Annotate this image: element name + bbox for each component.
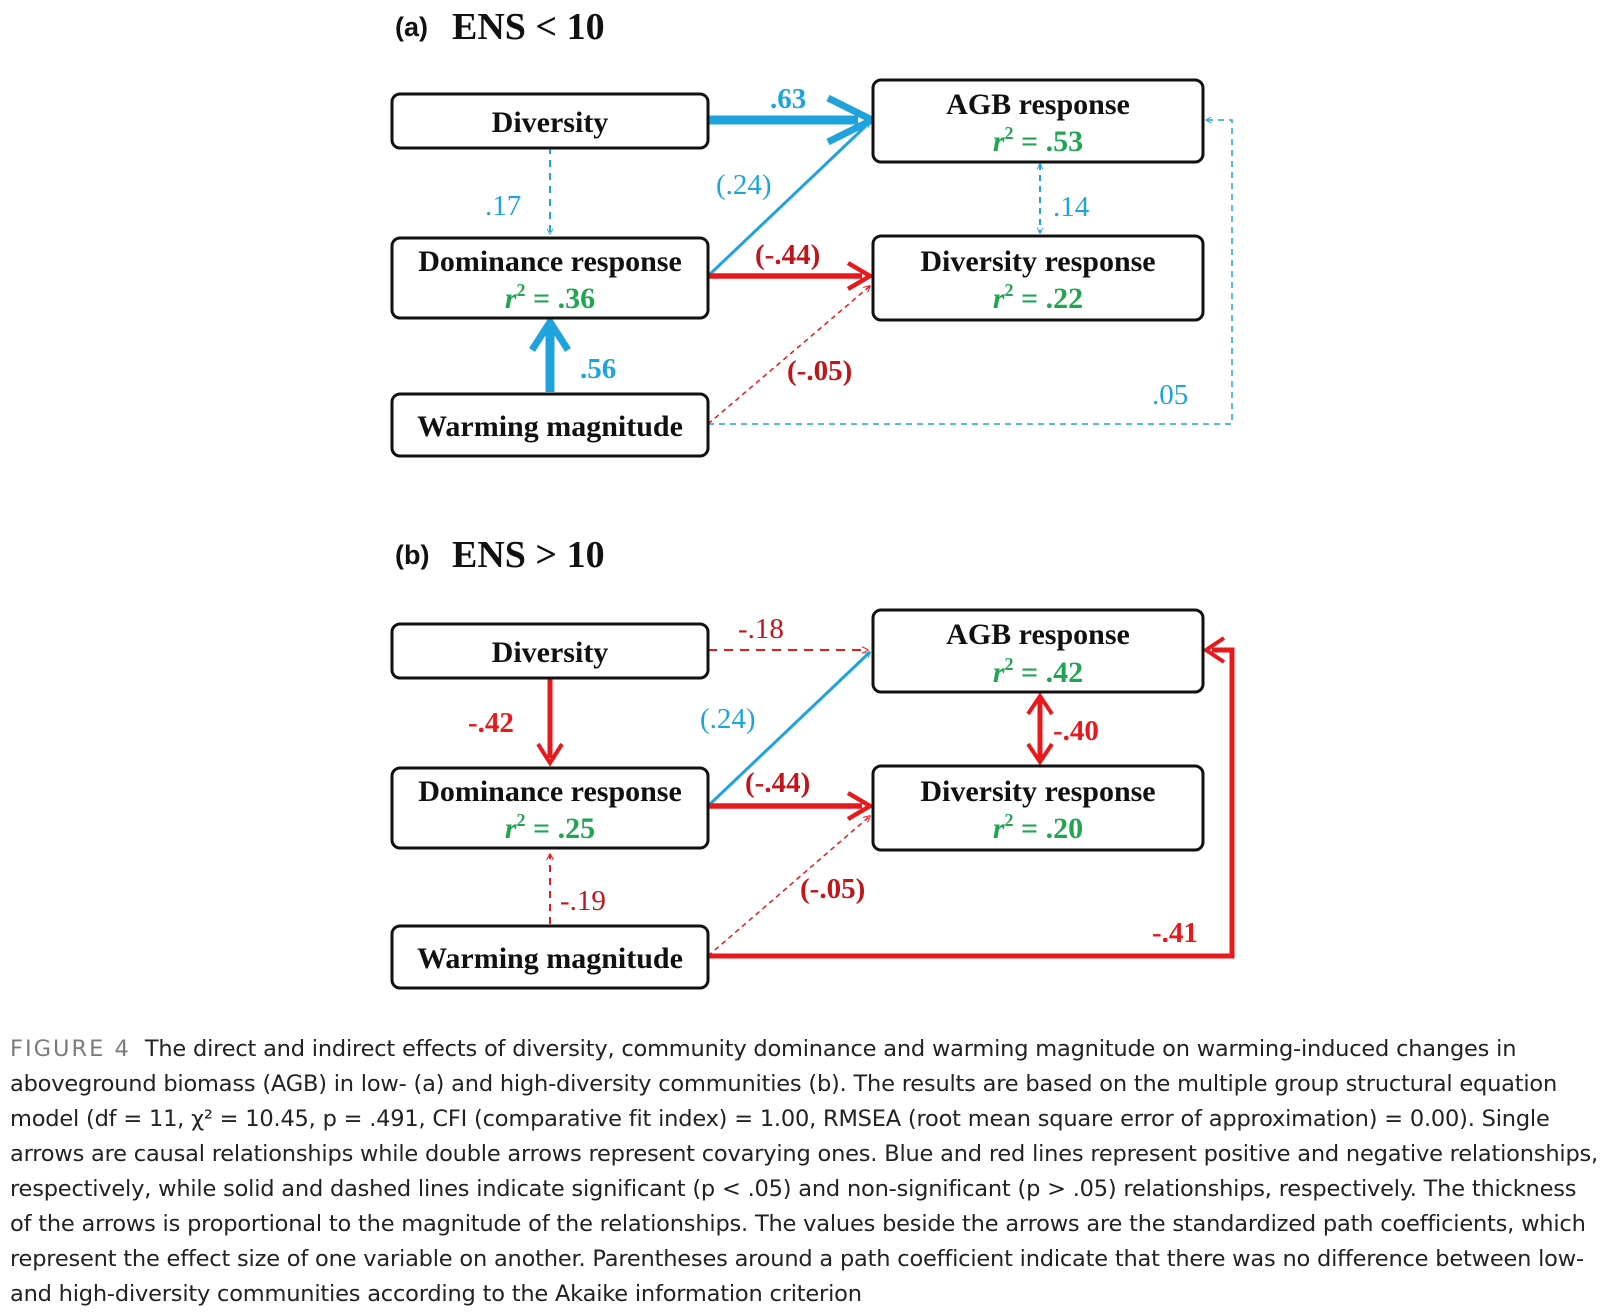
node-label: Diversity response [920,245,1155,278]
node-diversity-response: Diversity response r2 = .22 [871,234,1205,322]
node-diversity-response: Diversity response r2 = .20 [871,764,1205,852]
edge-warming-agb [708,636,1235,959]
coef-warming-divresp: (-.05) [800,873,865,905]
node-label: AGB response [946,88,1130,121]
node-label: AGB response [946,618,1130,651]
node-diversity: Diversity [390,622,710,680]
coef-warming-agb: .05 [1152,379,1188,411]
caption-text: The direct and indirect effects of diver… [10,1036,1598,1307]
panel-a: (a) ENS < 10 Diversity [390,6,1233,458]
panel-title: ENS > 10 [452,534,605,576]
panel-letter: (b) [395,540,429,570]
coef-warming-dominance: -.19 [560,885,606,917]
panel-letter: (a) [395,12,428,42]
coef-dominance-agb: (.24) [700,703,756,735]
coef-diversity-agb: .63 [770,83,806,115]
coef-dominance-agb: (.24) [716,169,772,201]
edge-dominance-agb [706,122,870,278]
coef-diversity-agb: -.18 [738,613,784,645]
panel-b: (b) ENS > 10 [390,534,1235,990]
coef-warming-divresp: (-.05) [787,355,852,387]
panel-title: ENS < 10 [452,6,605,48]
sem-diagram: (a) ENS < 10 Diversity [390,6,1235,990]
node-agb-response: AGB response r2 = .42 [871,608,1205,694]
coef-diversity-dominance: -.42 [468,707,514,739]
coef-agb-divresp: -.40 [1053,715,1099,747]
edge-warming-dominance [529,315,571,392]
node-dominance-response: Dominance response r2 = .25 [390,766,710,850]
figure-label: FIGURE 4 [10,1036,131,1062]
node-label: Diversity response [920,775,1155,808]
coef-diversity-dominance: .17 [485,190,521,222]
edge-diversity-dominance [536,676,564,767]
node-label: Warming magnitude [417,942,683,975]
coef-dominance-divresp: (-.44) [745,767,810,799]
r2-value: r2 = .53 [993,123,1083,158]
coef-dominance-divresp: (-.44) [755,239,820,271]
coef-warming-agb: -.41 [1152,917,1198,949]
node-label: Warming magnitude [417,410,683,443]
edge-dominance-divresp [708,261,875,291]
r2-value: r2 = .22 [993,280,1083,315]
node-label: Diversity [492,636,609,669]
node-warming-magnitude: Warming magnitude [390,392,710,458]
edge-agb-divresp [1026,692,1054,766]
edge-dominance-divresp [708,791,875,821]
node-agb-response: AGB response r2 = .53 [871,78,1205,164]
edge-warming-agb [708,120,1233,425]
r2-value: r2 = .25 [505,810,595,845]
node-dominance-response: Dominance response r2 = .36 [390,236,710,320]
node-label: Dominance response [418,775,682,808]
edge-dominance-agb [706,652,870,808]
node-diversity: Diversity [390,92,710,150]
coef-warming-dominance: .56 [580,353,616,385]
r2-value: r2 = .42 [993,654,1083,689]
r2-value: r2 = .36 [505,280,595,315]
node-label: Diversity [492,106,609,139]
coef-agb-divresp: .14 [1053,191,1090,223]
node-warming-magnitude: Warming magnitude [390,924,710,990]
sem-figure: (a) ENS < 10 Diversity [390,6,1235,990]
r2-value: r2 = .20 [993,810,1083,845]
node-label: Dominance response [418,245,682,278]
